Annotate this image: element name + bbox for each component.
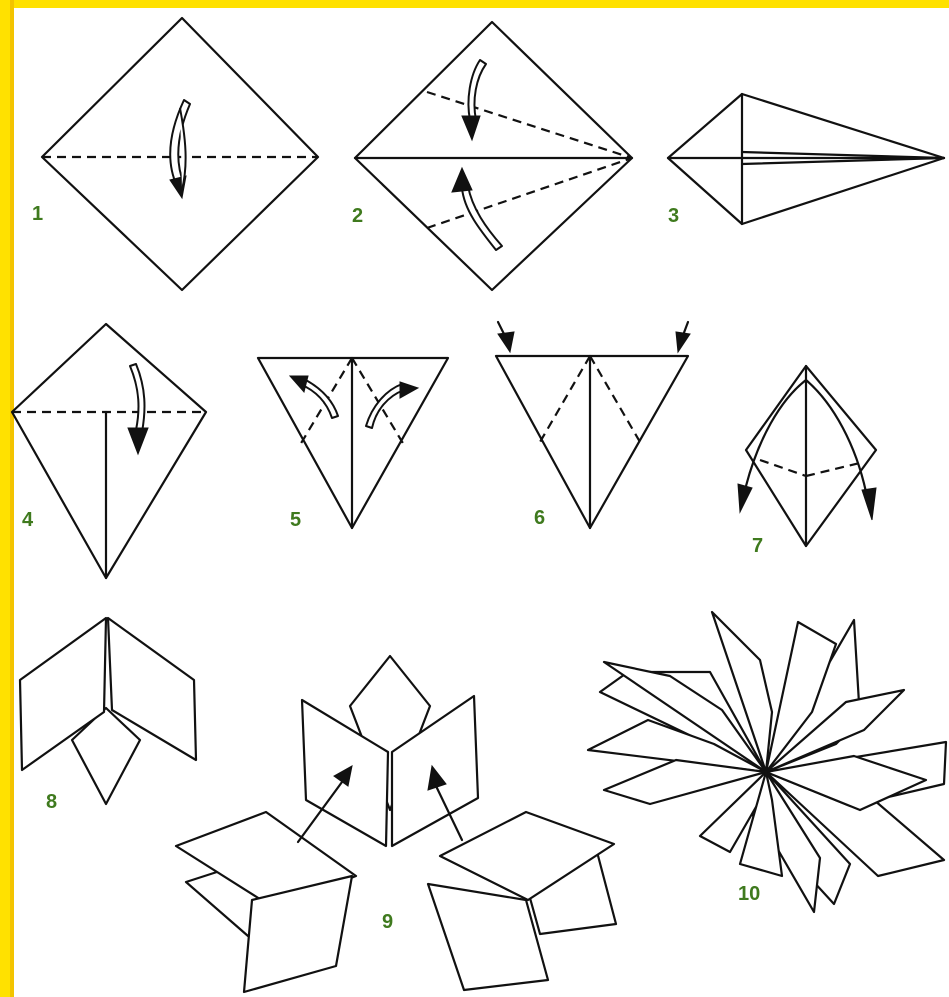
frame-left-shade (10, 0, 14, 997)
step-2-diagram (355, 22, 632, 290)
step-label: 5 (290, 509, 301, 531)
step-label: 4 (22, 509, 34, 531)
step-1-diagram (42, 18, 318, 290)
step-label: 9 (382, 911, 393, 933)
step-label: 7 (752, 535, 763, 557)
step-label: 1 (32, 203, 43, 225)
step-label: 3 (668, 205, 679, 227)
step-5-diagram (258, 358, 448, 528)
step-7-diagram (738, 366, 876, 546)
step-label: 10 (738, 883, 760, 905)
frame-top (0, 0, 949, 8)
step-label: 8 (46, 791, 57, 813)
step-9-diagram (176, 656, 616, 992)
step-label: 2 (352, 205, 363, 227)
step-8-diagram (20, 618, 196, 804)
frame-left (0, 0, 10, 997)
step-6-diagram (496, 322, 690, 528)
step-10-diagram (588, 612, 946, 912)
step-label: 6 (534, 507, 545, 529)
step-4-diagram (12, 324, 206, 578)
step-3-diagram (668, 94, 944, 224)
